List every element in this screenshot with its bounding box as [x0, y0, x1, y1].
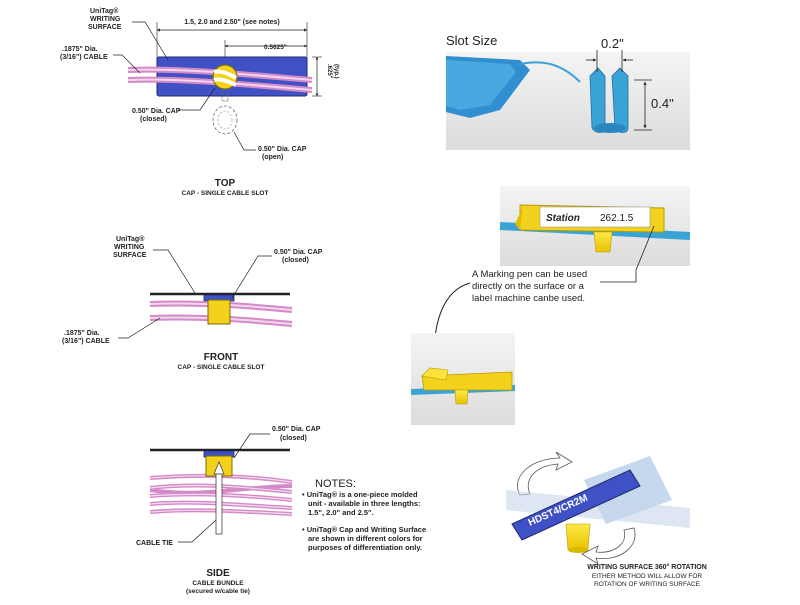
side-subcaption-2: (secured w/cable tie) — [186, 588, 250, 595]
note-1-line-2: unit - available in three lengths: — [308, 499, 421, 508]
top-cable-label-1: .1875" Dia. — [62, 46, 98, 53]
marking-text-line-3: label machine canbe used. — [472, 293, 585, 304]
rotation-arrow-right — [581, 527, 636, 565]
front-writing-surface-label-1: UniTag® — [116, 235, 145, 243]
front-writing-surface-label-3: SURFACE — [113, 252, 147, 259]
side-caption: SIDE — [206, 568, 230, 579]
rotation-caption-1: WRITING SURFACE 360° ROTATION — [587, 563, 707, 571]
marking-text-line-2: directly on the surface or a — [472, 281, 585, 292]
front-view: UniTag® WRITING SURFACE 0.50" Dia. CAP (… — [62, 235, 323, 371]
top-writing-leader — [132, 21, 169, 61]
top-writing-surface-label-2: WRITING — [90, 16, 121, 23]
slot-size-photo: Slot Size 0.2" 0.4" — [446, 33, 690, 150]
notes-title: NOTES: — [315, 478, 356, 490]
dim-offset-label: 0.5625" — [264, 44, 287, 51]
slot-clip — [589, 67, 606, 133]
top-cap-open-leader — [233, 131, 256, 151]
front-cable-leader — [118, 317, 161, 339]
top-cap-open-label-1: 0.50" Dia. CAP — [258, 146, 307, 153]
station-label-sticker — [539, 206, 651, 228]
notes-block: NOTES: • UniTag® is a one-piece molded u… — [302, 478, 426, 552]
front-cable-label-1: .1875" Dia. — [64, 330, 100, 337]
side-cable-tie-leader — [178, 519, 217, 543]
top-view: 1.5, 2.0 and 2.50" (see notes) 0.5625" .… — [60, 7, 339, 197]
cable-tie — [215, 473, 223, 535]
dim-height-label: .625" — [326, 64, 332, 79]
top-cap-closed-label-2: (closed) — [140, 116, 167, 123]
rotation-caption-3: ROTATION OF WRITING SURFACE — [594, 581, 701, 588]
marking-text-line-1: A Marking pen can be used — [472, 269, 587, 280]
tag-side-photo — [410, 333, 516, 425]
front-cap-label-2: (closed) — [282, 257, 309, 264]
top-cap-closed-label-1: 0.50" Dia. CAP — [132, 108, 181, 115]
top-writing-surface-label-1: UniTag® — [90, 7, 119, 15]
side-subcaption-1: CABLE BUNDLE — [192, 580, 244, 587]
station-label-text: Station — [546, 213, 580, 224]
side-cable-tie-label: CABLE TIE — [136, 540, 173, 547]
slot-width-label: 0.2" — [601, 36, 624, 51]
rotation-tag — [511, 469, 641, 541]
top-cable-label-2: (3/16") CABLE — [60, 54, 108, 61]
cap-closed-front — [207, 299, 231, 325]
front-writing-surface-label-2: WRITING — [114, 244, 145, 251]
rotation-photo: HDST4/CR2M WRITING SURFACE 360° ROTATION… — [506, 451, 707, 588]
top-cable-leader — [113, 54, 141, 74]
side-view: 0.50" Dia. CAP (closed) CABLE TIE SIDE C… — [136, 426, 321, 595]
front-cable-label-2: (3/16") CABLE — [62, 338, 110, 345]
top-cap-open-label-2: (open) — [262, 154, 283, 161]
side-cap-label-1: 0.50" Dia. CAP — [272, 426, 321, 433]
front-caption: FRONT — [204, 352, 238, 363]
top-caption: TOP — [215, 178, 236, 189]
dim-height-typ: (typ.) — [333, 64, 339, 79]
note-1-line-3: 1.5", 2.0" and 2.5". — [308, 508, 374, 517]
front-writing-leader — [153, 249, 196, 294]
note-2-line-1: • UniTag® Cap and Writing Surface — [302, 525, 426, 534]
note-2-line-3: purposes of differentiation only. — [308, 543, 422, 552]
dim-length-label: 1.5, 2.0 and 2.50" (see notes) — [184, 19, 280, 26]
station-photo: Station 262.1.5 — [499, 186, 691, 283]
rotation-caption-2: EITHER METHOD WILL ALLOW FOR — [592, 573, 703, 580]
front-cap-leader — [231, 255, 272, 299]
front-cap-label-1: 0.50" Dia. CAP — [274, 249, 323, 256]
side-cap-label-2: (closed) — [280, 435, 307, 442]
front-subcaption: CAP - SINGLE CABLE SLOT — [178, 364, 265, 371]
cap-open-top — [212, 105, 238, 135]
station-pointer — [600, 225, 655, 283]
station-label-number: 262.1.5 — [600, 213, 634, 224]
slot-height-label: 0.4" — [651, 96, 674, 111]
top-subcaption: CAP - SINGLE CABLE SLOT — [182, 190, 269, 197]
slot-size-title: Slot Size — [446, 33, 497, 48]
rotation-arrow-left — [517, 451, 573, 496]
note-1-line-1: • UniTag® is a one-piece molded — [302, 490, 418, 499]
note-2-line-2: are shown in different colors for — [308, 534, 423, 543]
top-cap-closed-leader — [178, 87, 216, 111]
top-writing-surface-label-3: SURFACE — [88, 24, 122, 31]
side-cap-leader — [233, 433, 270, 459]
